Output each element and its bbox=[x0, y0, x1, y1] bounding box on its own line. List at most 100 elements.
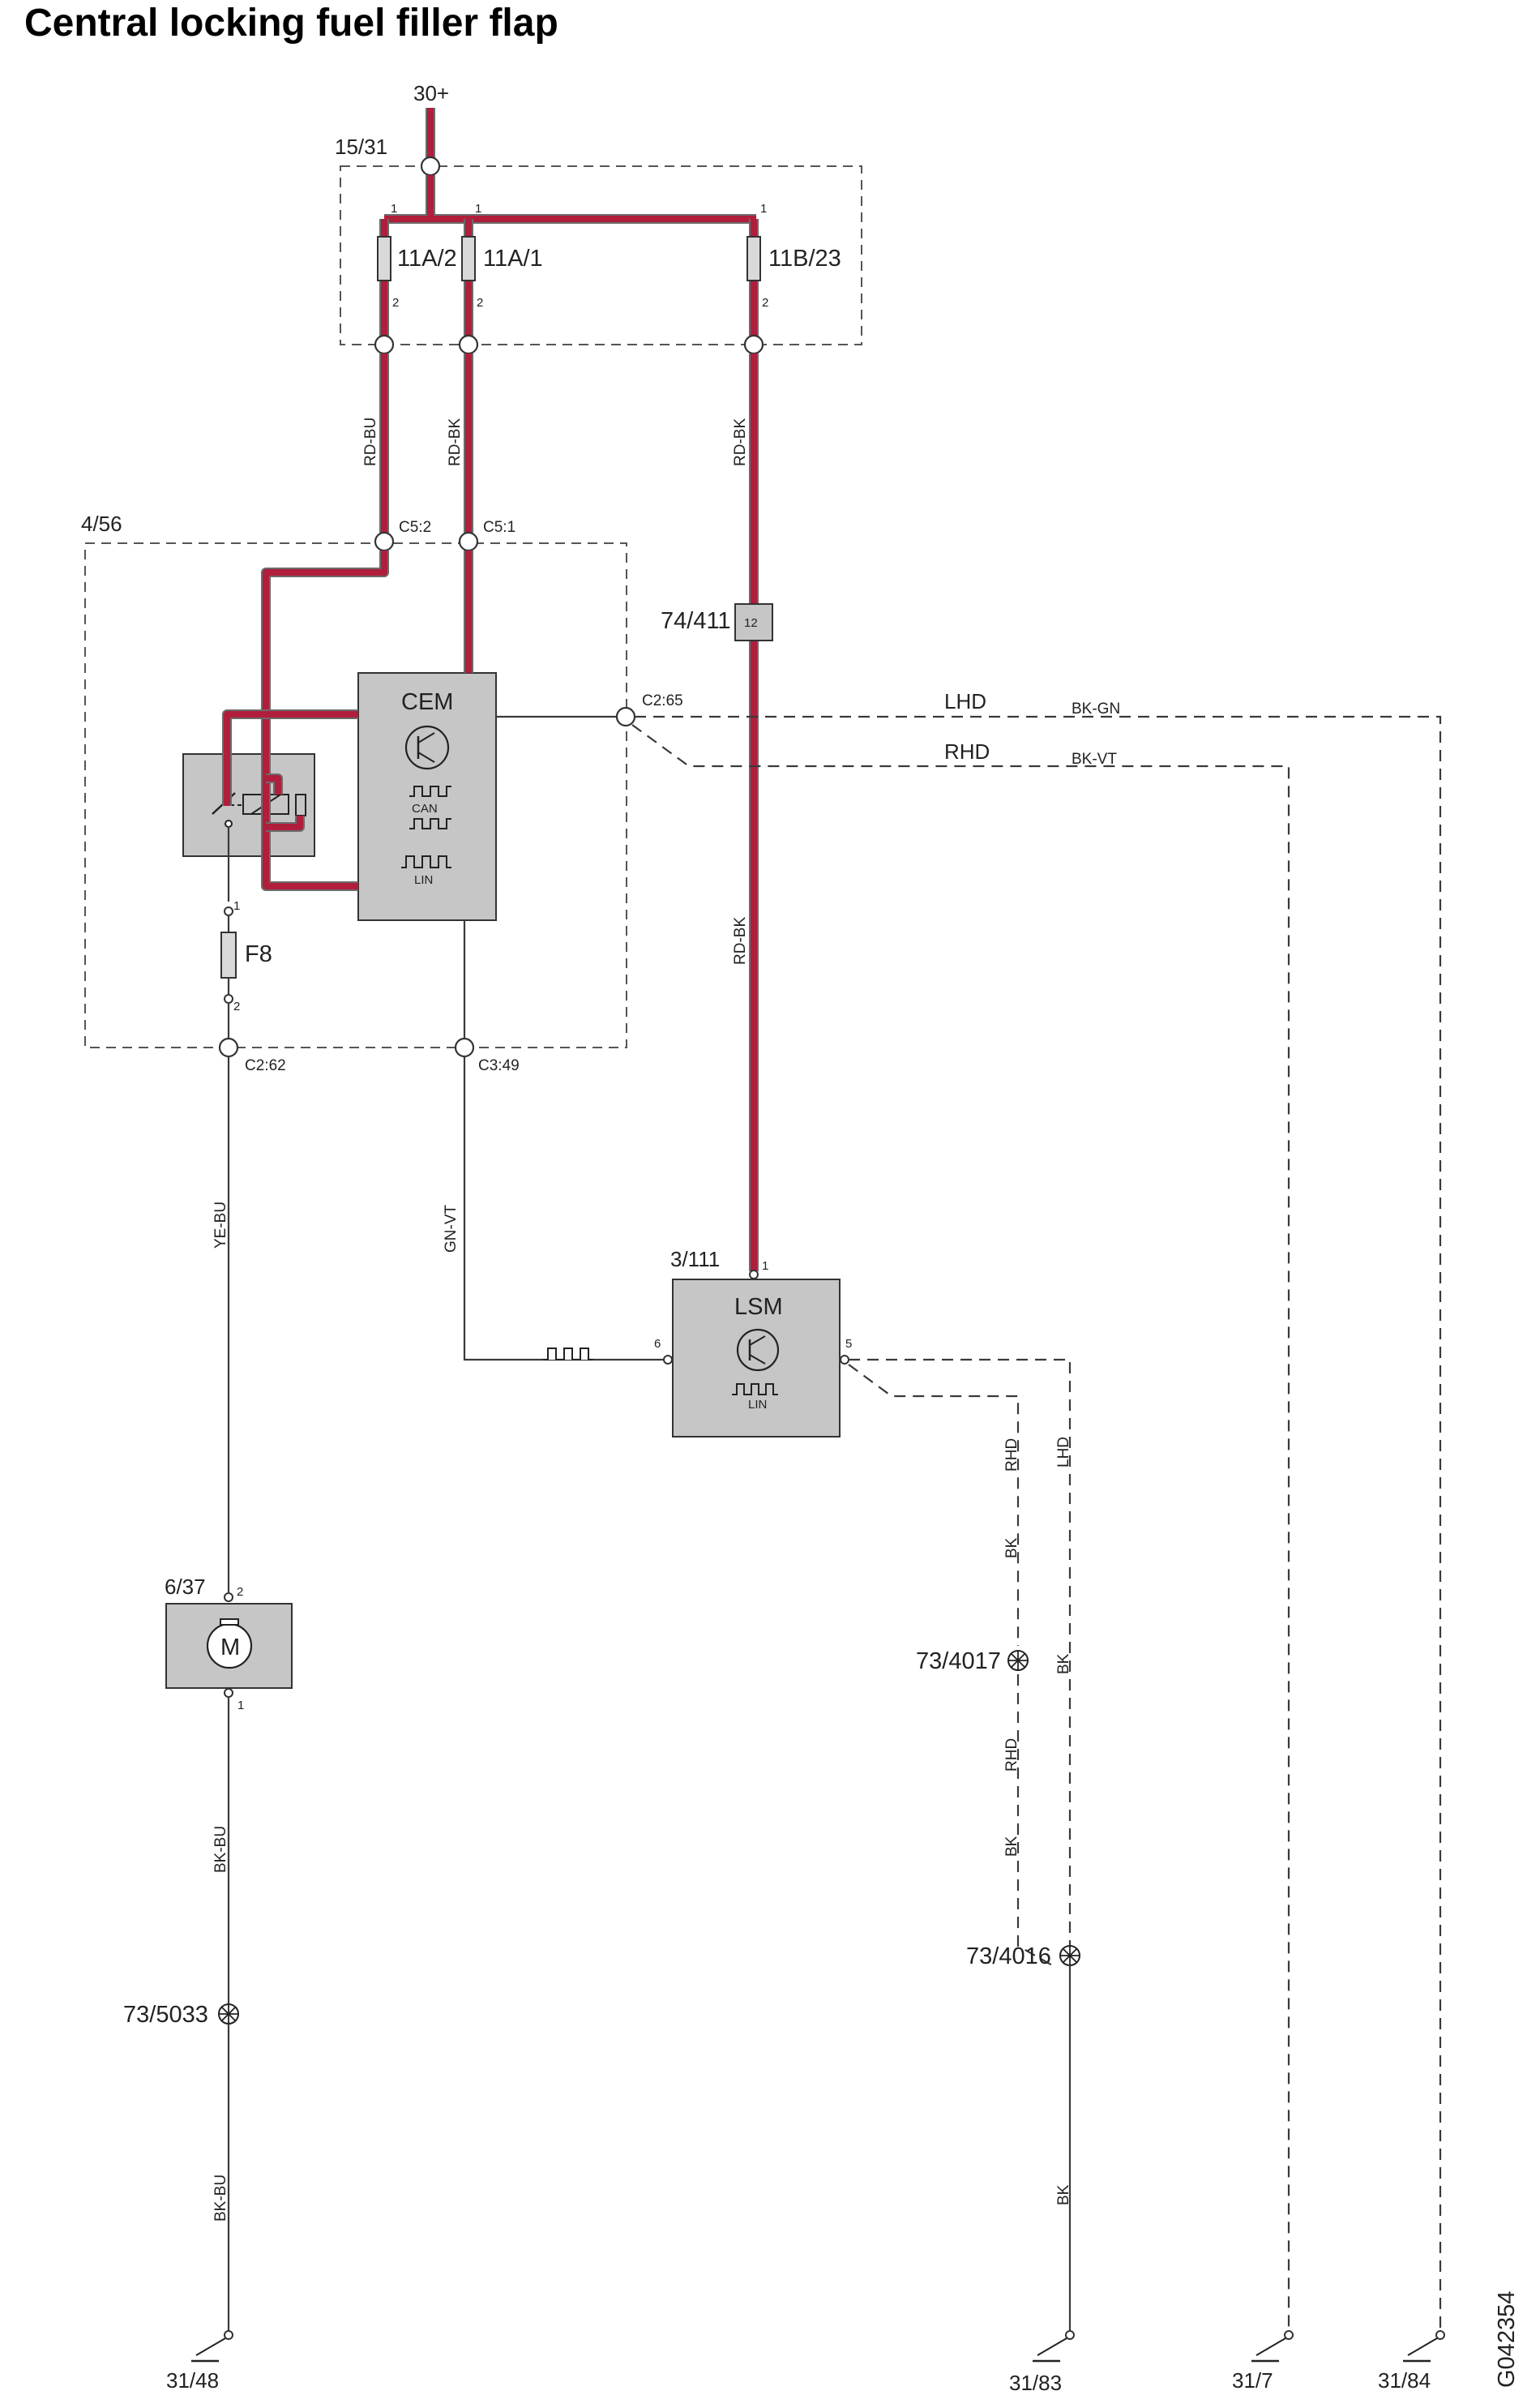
supply-label: 30+ bbox=[413, 81, 449, 105]
fuse-box-terminal-2 bbox=[458, 334, 479, 355]
cem-module-id: 4/56 bbox=[81, 512, 122, 536]
figure-id: G042354 bbox=[1494, 2291, 1520, 2388]
cem-can-label: CAN bbox=[412, 802, 438, 816]
wire-label-bk-bu-2: BK-BU bbox=[212, 2174, 229, 2222]
lsm-transistor-icon bbox=[736, 1328, 780, 1372]
svg-text:1: 1 bbox=[233, 899, 240, 913]
svg-text:1: 1 bbox=[760, 202, 767, 216]
splice-73-4016 bbox=[1059, 1945, 1080, 1966]
wire-label-rhd: RHD bbox=[944, 739, 990, 764]
lsm-rhd-ground-wire bbox=[848, 1364, 1020, 1646]
fuse-11b23: 1 2 11B/23 bbox=[746, 202, 841, 310]
svg-text:2: 2 bbox=[233, 1000, 240, 1013]
lsm-id: 3/111 bbox=[670, 1247, 720, 1271]
connector-c2-62-label: C2:62 bbox=[245, 1057, 286, 1074]
lsm-pin-1: 1 bbox=[762, 1259, 768, 1273]
fuse-11a1: 1 2 11A/1 bbox=[461, 202, 543, 310]
wire-label-bk-bu-1: BK-BU bbox=[212, 1826, 229, 1873]
fuse-box-outline bbox=[340, 165, 862, 345]
motor-symbol: M bbox=[220, 1635, 240, 1660]
lin-bus-icon bbox=[401, 855, 451, 868]
lsm-lin-label: LIN bbox=[748, 1398, 767, 1412]
can-bus-icon bbox=[409, 786, 451, 829]
fuse-f8 bbox=[220, 932, 237, 979]
fuse-11a2: 1 2 11A/2 bbox=[377, 202, 457, 310]
cem-lin-label: LIN bbox=[414, 873, 433, 887]
fuse-bus-bar bbox=[384, 175, 756, 224]
connector-c3-49 bbox=[454, 1037, 475, 1058]
lin-signal-icon bbox=[543, 1348, 593, 1360]
motor-pin-1: 1 bbox=[237, 1699, 244, 1712]
connector-74-411-pin: 12 bbox=[744, 616, 758, 630]
wire-label-rhd-2: RHD bbox=[1003, 1738, 1020, 1772]
fuse-drops bbox=[379, 219, 759, 345]
connector-c5-1 bbox=[458, 531, 479, 552]
connector-c5-1-label: C5:1 bbox=[483, 519, 515, 536]
wire-label-rd-bu: RD-BU bbox=[362, 418, 379, 466]
splice-73-5033 bbox=[218, 2003, 239, 2025]
gn-vt-wire bbox=[463, 1056, 663, 1361]
connector-c3-49-label: C3:49 bbox=[478, 1057, 520, 1074]
rhd-splice-link bbox=[1016, 1674, 1054, 1967]
wire-label-rd-bk-1: RD-BK bbox=[447, 418, 464, 466]
svg-text:2: 2 bbox=[392, 296, 399, 310]
wire-label-bk-vt: BK-VT bbox=[1072, 751, 1117, 768]
fuse-f8-label: F8 bbox=[245, 941, 272, 967]
lsm-pin-6: 6 bbox=[654, 1337, 661, 1351]
wire-label-rhd-1: RHD bbox=[1003, 1438, 1020, 1472]
lsm-pin-5: 5 bbox=[845, 1337, 852, 1351]
fuse-11b23-label: 11B/23 bbox=[768, 246, 841, 272]
wire-label-lhd: LHD bbox=[944, 689, 986, 713]
lsm-lin-icon bbox=[732, 1383, 778, 1395]
ground-symbol-31-48 bbox=[191, 2330, 233, 2363]
transistor-icon bbox=[404, 725, 450, 770]
connector-c2-65 bbox=[615, 706, 636, 727]
ground-symbol-31-7 bbox=[1251, 2330, 1294, 2363]
splice-73-4017-label: 73/4017 bbox=[916, 1648, 1001, 1674]
wire-label-bk-3: BK bbox=[1003, 1836, 1020, 1857]
motor-id: 6/37 bbox=[165, 1575, 206, 1599]
motor-icon bbox=[206, 1618, 253, 1669]
ground-symbol-31-84 bbox=[1403, 2330, 1445, 2363]
cem-name: CEM bbox=[401, 689, 453, 715]
relay-unit bbox=[182, 753, 315, 857]
splice-73-5033-label: 73/5033 bbox=[123, 2002, 208, 2028]
wire-label-bk-1: BK bbox=[1003, 1537, 1020, 1558]
connector-74-411-id: 74/411 bbox=[661, 608, 731, 634]
connector-c5-2-label: C5:2 bbox=[399, 519, 431, 536]
fuse-box-terminal-3 bbox=[743, 334, 764, 355]
wire-label-bk-2: BK bbox=[1055, 1653, 1072, 1674]
motor-unit bbox=[165, 1603, 293, 1689]
lhd-wire-bk-gn bbox=[635, 715, 1442, 2331]
splice-73-4017 bbox=[1007, 1650, 1029, 1671]
svg-text:1: 1 bbox=[391, 202, 397, 216]
wire-label-rd-bk-2: RD-BK bbox=[732, 418, 749, 466]
connector-c2-65-label: C2:65 bbox=[642, 692, 683, 709]
svg-text:2: 2 bbox=[762, 296, 768, 310]
connector-c5-2 bbox=[374, 531, 395, 552]
wire-label-lhd-v: LHD bbox=[1055, 1437, 1072, 1468]
connector-74-411 bbox=[734, 603, 773, 641]
wire-label-bk-4: BK bbox=[1055, 2184, 1072, 2205]
lsm-name: LSM bbox=[734, 1294, 783, 1320]
wire-label-ye-bu: YE-BU bbox=[212, 1202, 229, 1249]
svg-text:1: 1 bbox=[475, 202, 481, 216]
wire-label-bk-gn: BK-GN bbox=[1072, 701, 1120, 718]
page-title: Central locking fuel filler flap bbox=[24, 2, 558, 45]
supply-terminal bbox=[420, 156, 441, 177]
wire-label-rd-bk-3: RD-BK bbox=[732, 917, 749, 965]
ground-31-7-label: 31/7 bbox=[1232, 2368, 1273, 2393]
svg-text:2: 2 bbox=[477, 296, 483, 310]
power-wires-to-cem bbox=[379, 353, 473, 533]
connector-c2-62 bbox=[218, 1037, 239, 1058]
rhd-wire-bk-vt bbox=[631, 724, 1290, 2331]
ground-symbol-31-83 bbox=[1033, 2330, 1075, 2363]
ground-31-84-label: 31/84 bbox=[1378, 2368, 1431, 2393]
fuse-11a1-label: 11A/1 bbox=[483, 246, 543, 272]
cem-internal-power bbox=[222, 551, 473, 891]
fuse-11a2-label: 11A/2 bbox=[397, 246, 457, 272]
ground-31-48-label: 31/48 bbox=[166, 2368, 219, 2393]
fuse-box-terminal-1 bbox=[374, 334, 395, 355]
cem-module-outline bbox=[84, 542, 627, 1048]
